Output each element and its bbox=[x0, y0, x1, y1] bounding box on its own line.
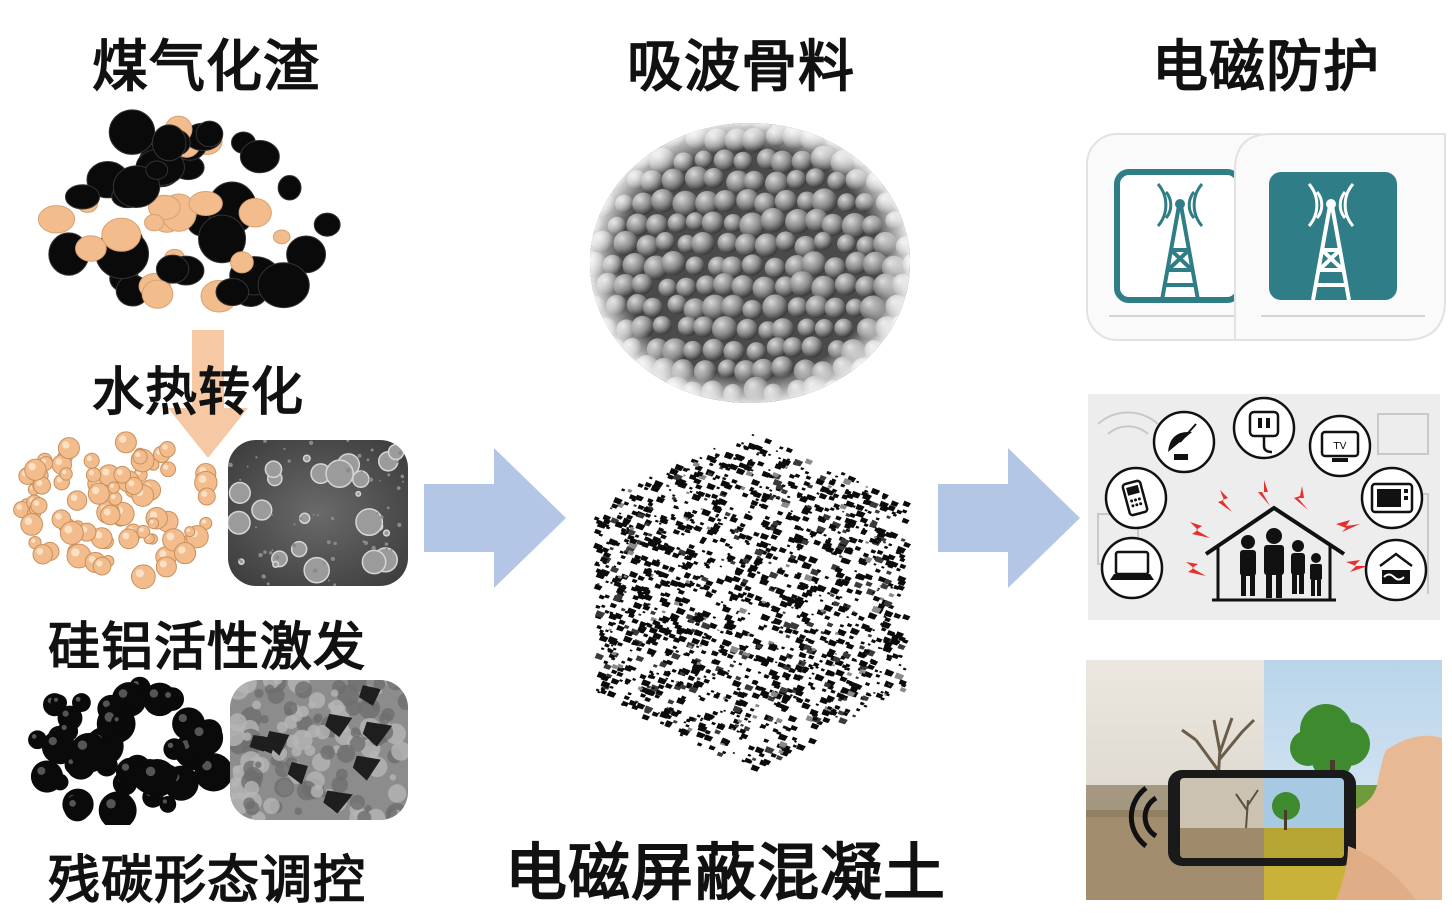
house-family-icon bbox=[1204, 505, 1346, 602]
phone-icon bbox=[1104, 466, 1168, 530]
black-spheres-image bbox=[28, 676, 232, 825]
satellite-dish-icon bbox=[1152, 410, 1216, 474]
plug-icon bbox=[1232, 396, 1296, 460]
tower-cards bbox=[1086, 133, 1446, 341]
microwave-icon bbox=[1360, 466, 1424, 530]
tv-icon: TV bbox=[1308, 414, 1372, 478]
concrete-cube-image bbox=[593, 433, 912, 772]
hand-phone-icon bbox=[1128, 770, 1356, 866]
title-em-protection: 电磁防护 bbox=[1152, 35, 1380, 100]
aggregate-sem-ellipse bbox=[590, 123, 910, 403]
label-hydrothermal-conversion: 水热转化 bbox=[92, 363, 305, 423]
svg-text:TV: TV bbox=[1333, 441, 1347, 452]
right-arrow-2 bbox=[938, 448, 1080, 588]
title-absorbing-aggregate: 吸波骨料 bbox=[627, 35, 855, 100]
sem-image-porous bbox=[230, 680, 408, 820]
laptop-icon bbox=[1100, 536, 1164, 600]
tan-spheres-image bbox=[13, 431, 218, 590]
down-arrow bbox=[168, 330, 248, 458]
label-residual-carbon-control: 残碳形态调控 bbox=[48, 851, 367, 911]
sem-image-spheres bbox=[228, 440, 408, 586]
slag-particles-image bbox=[37, 109, 341, 313]
tower-icon-filled bbox=[1307, 183, 1355, 301]
label-em-shielding-concrete: 电磁屏蔽混凝土 bbox=[505, 836, 947, 909]
tower-icon-outline bbox=[1156, 183, 1204, 301]
house-insulation-icon bbox=[1364, 538, 1428, 602]
right-arrow-1 bbox=[424, 448, 566, 588]
hand-phone-landscape-image bbox=[1086, 660, 1442, 900]
label-silicon-aluminum-activation: 硅铝活性激发 bbox=[48, 618, 367, 678]
household-radiation-diagram: TV bbox=[1088, 394, 1440, 620]
title-coal-gasification-slag: 煤气化渣 bbox=[92, 35, 320, 100]
